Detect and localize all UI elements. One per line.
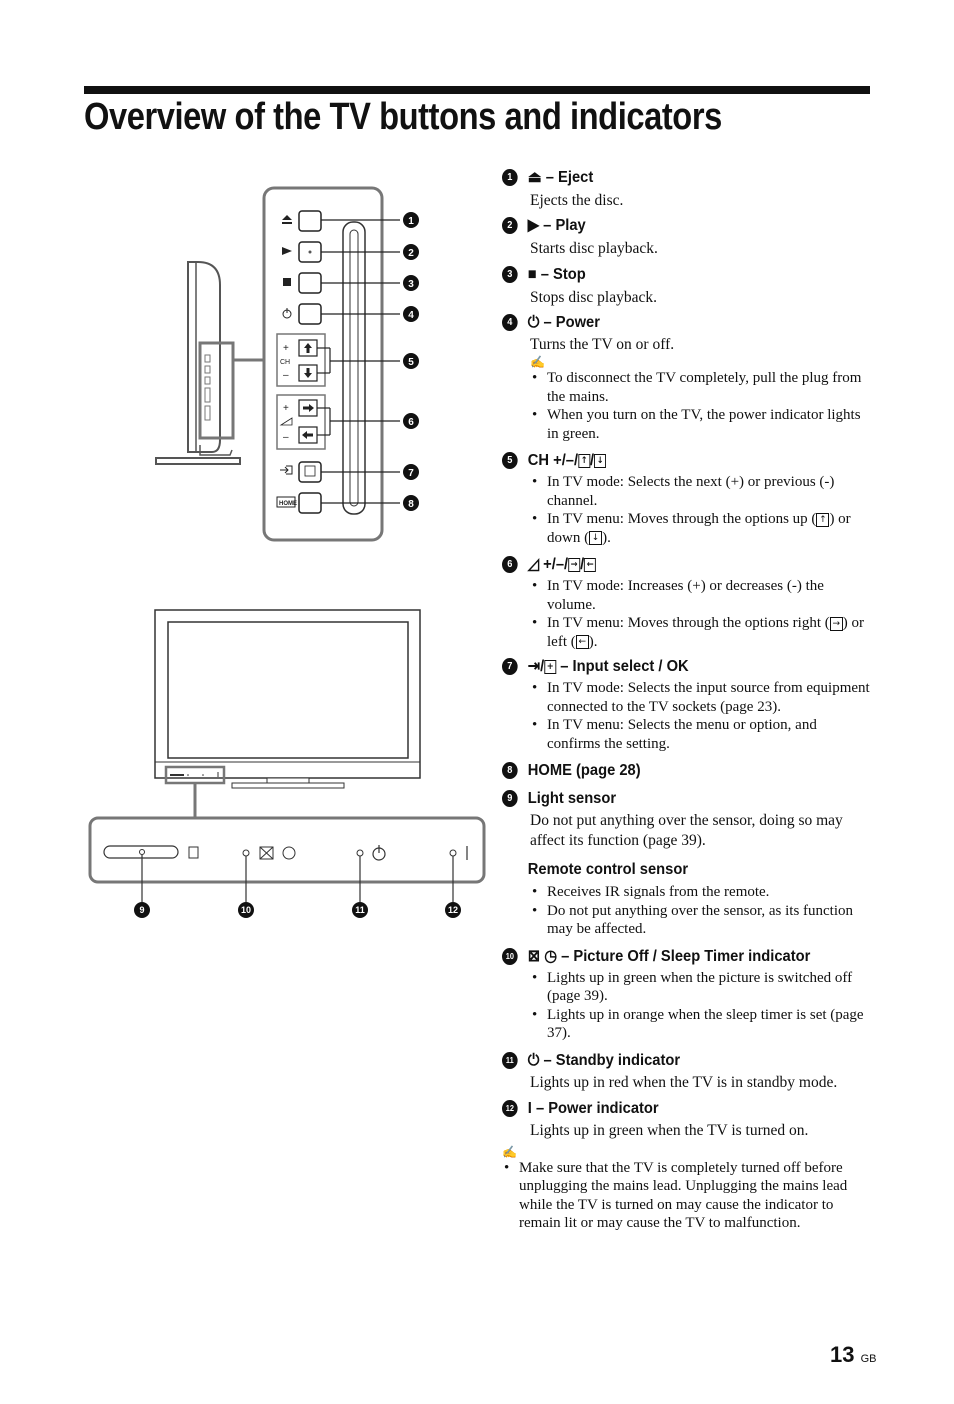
svg-text:+: + — [283, 403, 289, 414]
descriptions: 1⏏ – Eject Ejects the disc. 2▶ – Play St… — [502, 168, 872, 1233]
up-arrow-icon: ↑ — [816, 512, 830, 527]
svg-text:–: – — [283, 432, 289, 443]
item-number: 7 — [502, 658, 518, 675]
callout-9: 9 — [139, 905, 144, 915]
item-number: 8 — [502, 762, 518, 779]
button-panel: + CH – + – HOME — [262, 186, 419, 542]
final-note: Make sure that the TV is completely turn… — [502, 1159, 872, 1233]
title-rule — [84, 86, 870, 94]
left-arrow-icon: ← — [575, 635, 589, 650]
note-pencil-icon: ✍ — [530, 355, 545, 369]
item-picture-off: 10⊠ ◷ – Picture Off / Sleep Timer indica… — [502, 947, 872, 1043]
item-number: 11 — [502, 1051, 518, 1069]
left-arrow-icon: ← — [584, 557, 597, 572]
callout-4: 4 — [408, 310, 414, 321]
item-stop: 3■ – Stop Stops disc playback. — [502, 265, 872, 308]
page-number: 13 GB — [830, 1342, 877, 1367]
note-pencil-icon: ✍ — [502, 1144, 517, 1159]
item-channel: 5CH +/–/↑/↓ In TV mode: Selects the next… — [502, 451, 872, 547]
item-power: 4⏻ – Power Turns the TV on or off. ✍ To … — [502, 313, 872, 443]
callout-5: 5 — [408, 357, 414, 368]
down-arrow-icon: ↓ — [594, 453, 607, 468]
tv-front-view — [154, 609, 421, 818]
callout-2: 2 — [408, 248, 414, 259]
tv-diagram: + CH – + – HOME — [88, 186, 486, 918]
play-icon: ▶ — [527, 217, 544, 234]
item-number: 2 — [502, 217, 518, 234]
eject-icon: ⏏ — [527, 169, 546, 186]
item-input: 7⇥/+ – Input select / OK In TV mode: Sel… — [502, 657, 872, 753]
callout-10: 10 — [241, 905, 251, 915]
callout-7: 7 — [408, 468, 414, 479]
item-number: 9 — [502, 790, 518, 807]
sleep-timer-icon: ◷ — [544, 947, 562, 965]
ok-icon: + — [544, 659, 557, 674]
callout-1: 1 — [408, 216, 414, 227]
callout-8: 8 — [408, 499, 414, 510]
power-icon: ⏻ — [527, 1051, 544, 1069]
tv-side-view — [155, 261, 264, 465]
page-title: Overview of the TV buttons and indicator… — [84, 96, 722, 138]
callout-6: 6 — [408, 417, 414, 428]
callout-11: 11 — [355, 905, 365, 915]
input-icon: ⇥ — [527, 658, 541, 675]
item-eject: 1⏏ – Eject Ejects the disc. — [502, 168, 872, 211]
home-label: HOME — [279, 501, 297, 507]
svg-text:–: – — [283, 370, 289, 381]
item-number: 5 — [502, 452, 518, 469]
up-arrow-icon: ↑ — [578, 453, 591, 468]
item-number: 12 — [502, 1099, 518, 1117]
item-volume: 6◿ +/–/→/← In TV mode: Increases (+) or … — [502, 555, 872, 651]
item-number: 3 — [502, 266, 518, 283]
callout-3: 3 — [408, 279, 414, 290]
indicator-panel: 9 10 11 12 — [88, 816, 486, 918]
volume-icon: ◿ — [527, 556, 544, 573]
right-arrow-icon: → — [568, 557, 581, 572]
picture-off-icon: ⊠ — [527, 947, 545, 965]
callout-12: 12 — [448, 905, 458, 915]
item-play: 2▶ – Play Starts disc playback. — [502, 216, 872, 259]
item-standby: 11⏻ – Standby indicator Lights up in red… — [502, 1051, 872, 1093]
right-arrow-icon: → — [829, 616, 843, 631]
item-number: 4 — [502, 314, 518, 331]
power-icon: ⏻ — [527, 314, 544, 331]
svg-text:+: + — [283, 343, 289, 354]
item-number: 6 — [502, 556, 518, 573]
down-arrow-icon: ↓ — [589, 531, 603, 546]
ch-label: CH — [280, 359, 290, 366]
stop-icon: ■ — [527, 266, 541, 283]
item-number: 1 — [502, 169, 518, 186]
item-number: 10 — [502, 947, 518, 965]
